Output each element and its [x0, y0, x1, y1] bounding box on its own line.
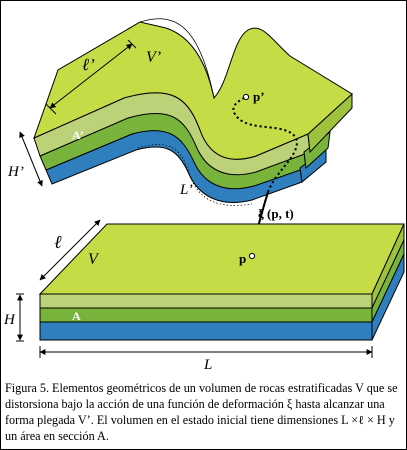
label-l: ℓ — [54, 232, 62, 252]
label-point-p-prime: p’ — [253, 89, 265, 104]
dim-l-prime — [49, 43, 133, 109]
label-L: L — [203, 357, 212, 373]
label-h: H — [3, 312, 16, 328]
folded-base-dashed — [137, 144, 253, 206]
dim-h-prime — [19, 131, 43, 187]
label-h-prime: H’ — [7, 164, 24, 180]
label-v: V — [88, 251, 100, 268]
label-point-p: p — [239, 251, 246, 266]
label-l-prime: ℓ’ — [82, 55, 95, 74]
label-section-a-prime: A’ — [72, 128, 84, 142]
dimension-lines — [16, 39, 373, 358]
label-section-a: A — [72, 309, 81, 323]
label-L-prime: L’ — [179, 182, 193, 198]
label-mapping: ξ (p, t) — [258, 206, 294, 221]
figure-illustration: ℓ’ V’ H’ L’ A’ p’ ξ (p, t) ℓ V H L A p — [3, 18, 405, 373]
label-v-prime: V’ — [146, 49, 161, 66]
initial-point — [248, 252, 256, 260]
dim-l — [39, 219, 101, 281]
folded-ridge-line — [139, 18, 215, 99]
folded-block — [33, 18, 353, 206]
figure-caption: Figura 5. Elementos geométricos de un vo… — [5, 381, 398, 443]
initial-layer-blue — [39, 321, 373, 341]
initial-side-blue — [371, 253, 405, 341]
initial-block — [38, 223, 405, 341]
folded-point — [242, 93, 250, 101]
initial-layer-green — [39, 307, 373, 323]
initial-layer-light — [39, 293, 373, 309]
